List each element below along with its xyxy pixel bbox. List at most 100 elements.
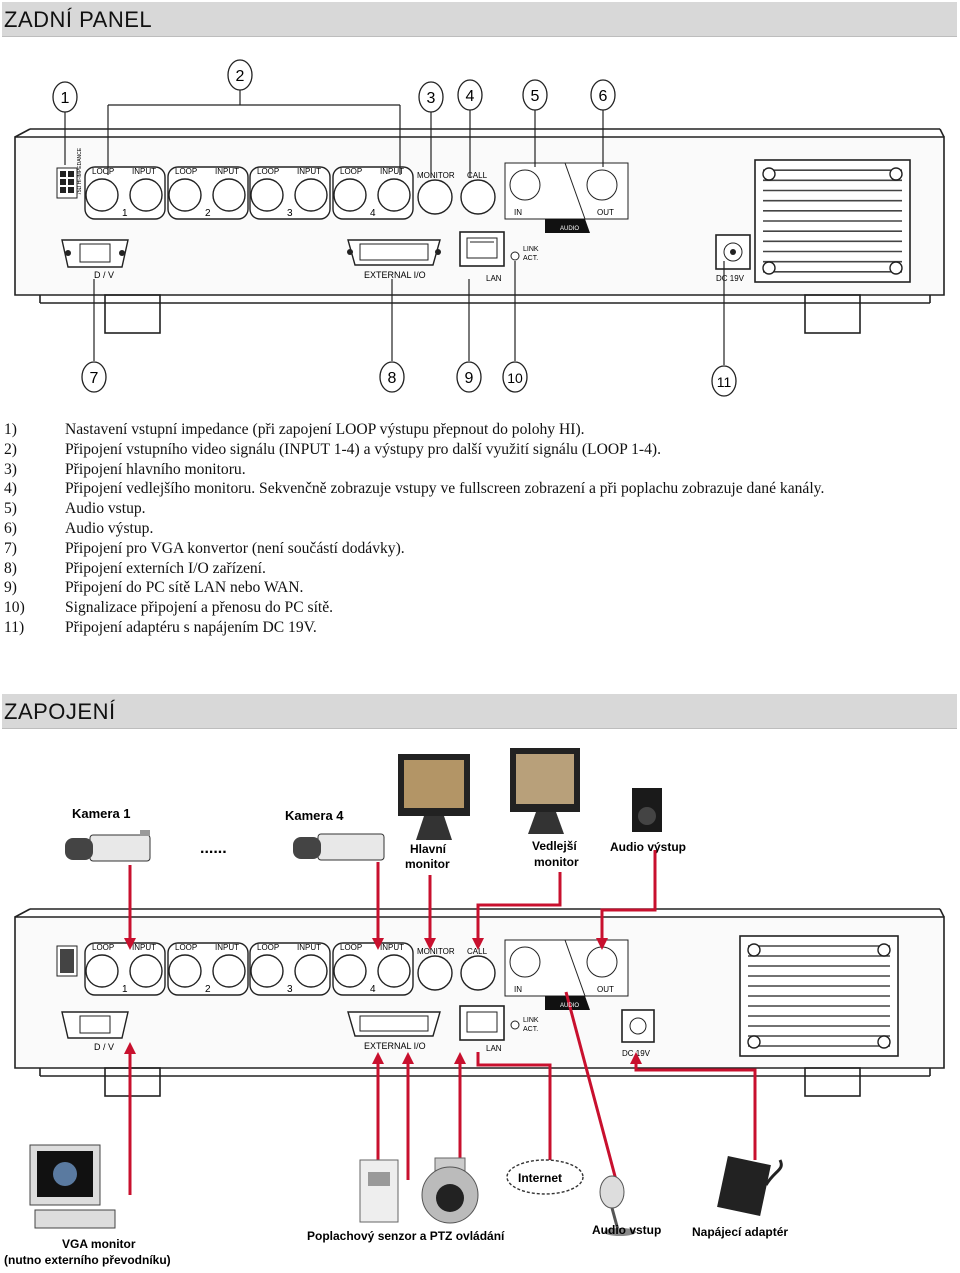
- description-number: 8): [4, 559, 17, 577]
- description-number: 11): [4, 618, 25, 636]
- camera-1-icon: [65, 830, 151, 862]
- loop-bnc: [250, 178, 284, 212]
- vga-port: [61, 239, 129, 268]
- screw-icon: [762, 167, 776, 181]
- description-item: 1)Nastavení vstupní impedance (při zapoj…: [4, 420, 954, 440]
- callout-2: 2: [227, 59, 253, 91]
- loop-label: LOOP: [257, 943, 279, 952]
- loop-bnc: [168, 954, 202, 988]
- vga-monitor-icon: [29, 1144, 116, 1229]
- section-header-rear-panel: ZADNÍ PANEL: [2, 2, 957, 37]
- external-io-label: EXTERNAL I/O: [364, 1041, 426, 1051]
- monitor-label: MONITOR: [417, 171, 455, 180]
- description-item: 6)Audio výstup.: [4, 519, 954, 539]
- link-led: [510, 1020, 520, 1030]
- description-item: 7)Připojení pro VGA konvertor (není souč…: [4, 539, 954, 559]
- call-bnc: [460, 955, 496, 991]
- callout-9: 9: [456, 361, 482, 393]
- svg-text:3: 3: [427, 90, 436, 107]
- description-number: 3): [4, 460, 17, 478]
- screw-icon: [747, 943, 761, 957]
- loop-label: LOOP: [92, 167, 114, 176]
- svg-text:5: 5: [531, 88, 540, 105]
- svg-text:2: 2: [236, 68, 245, 85]
- speaker-icon: [632, 788, 662, 832]
- internet-label: Internet: [518, 1171, 562, 1185]
- secondary-monitor-label-1: Vedlejší: [532, 839, 577, 853]
- description-text: Signalizace připojení a přenosu do PC sí…: [65, 599, 334, 617]
- description-number: 4): [4, 480, 17, 498]
- impedance-label: 75Ω HI-IMPEDANCE: [77, 147, 83, 195]
- input-bnc: [129, 954, 163, 988]
- monitor-bnc: [417, 955, 453, 991]
- loop-label: LOOP: [257, 167, 279, 176]
- act-label: ACT.: [523, 1026, 538, 1033]
- dc-label: DC 19V: [716, 274, 745, 283]
- audio-in-jack: [509, 946, 541, 978]
- channel-number: 4: [370, 984, 376, 995]
- lan-port: [459, 1005, 505, 1041]
- main-monitor-icon: [398, 754, 470, 840]
- audio-out-jack: [586, 946, 618, 978]
- camera-dots: ......: [200, 840, 227, 857]
- dv-label: D / V: [94, 1042, 114, 1052]
- link-label: LINK: [523, 1017, 539, 1024]
- callout-3: 3: [418, 81, 444, 113]
- callout-7: 7: [81, 361, 107, 393]
- loop-bnc: [333, 178, 367, 212]
- section-header-connection: ZAPOJENÍ: [2, 694, 957, 729]
- secondary-monitor-icon: [510, 748, 580, 834]
- input-label: INPUT: [215, 943, 239, 952]
- screw-icon: [747, 1035, 761, 1049]
- channel-number: 1: [122, 208, 128, 219]
- audio-plate-label: AUDIO: [560, 226, 579, 232]
- input-label: INPUT: [132, 943, 156, 952]
- description-item: 5)Audio vstup.: [4, 499, 954, 519]
- audio-input-label: Audio vstup: [592, 1223, 661, 1237]
- loop-label: LOOP: [175, 167, 197, 176]
- camera-1-label: Kamera 1: [72, 806, 131, 821]
- input-label: INPUT: [132, 167, 156, 176]
- loop-bnc: [168, 178, 202, 212]
- callout-4: 4: [457, 79, 483, 111]
- loop-bnc: [85, 954, 119, 988]
- audio-in-jack: [509, 169, 541, 201]
- lan-label: LAN: [486, 274, 502, 283]
- vga-monitor-label: VGA monitor: [62, 1237, 136, 1251]
- link-label: LINK: [523, 246, 539, 253]
- section-title: ZADNÍ PANEL: [4, 7, 153, 32]
- loop-bnc: [250, 954, 284, 988]
- power-adapter-label: Napájecí adaptér: [692, 1225, 788, 1239]
- screw-icon: [877, 1035, 891, 1049]
- description-item: 4) Připojení vedlejšího monitoru. Sekvenč…: [4, 479, 954, 499]
- channel-number: 2: [205, 208, 211, 219]
- loop-label: LOOP: [340, 167, 362, 176]
- call-bnc: [460, 179, 496, 215]
- wire-arrows: [124, 938, 642, 1064]
- main-monitor-label-1: Hlavní: [410, 842, 447, 856]
- description-number: 9): [4, 579, 17, 597]
- description-text: Připojení hlavního monitoru.: [65, 460, 246, 478]
- description-number: 2): [4, 440, 17, 458]
- audio-output-label: Audio výstup: [610, 840, 686, 854]
- description-text: Připojení vedlejšího monitoru. Sekvenčně…: [65, 480, 825, 498]
- loop-label: LOOP: [92, 943, 114, 952]
- main-monitor-label-2: monitor: [405, 857, 450, 871]
- pir-sensor-icon: [359, 1159, 399, 1223]
- audio-out-label: OUT: [597, 208, 614, 217]
- secondary-monitor-label-2: monitor: [534, 855, 579, 869]
- callout-11: 11: [711, 365, 737, 397]
- bnc-group-1: LOOP INPUT 1: [84, 166, 166, 220]
- callout-leaders: [64, 90, 725, 365]
- external-io-port: [347, 239, 441, 266]
- callout-6: 6: [590, 79, 616, 111]
- camera-4-icon: [293, 833, 385, 861]
- description-item: 9)Připojení do PC sítě LAN nebo WAN.: [4, 578, 954, 598]
- dv-label: D / V: [94, 270, 114, 280]
